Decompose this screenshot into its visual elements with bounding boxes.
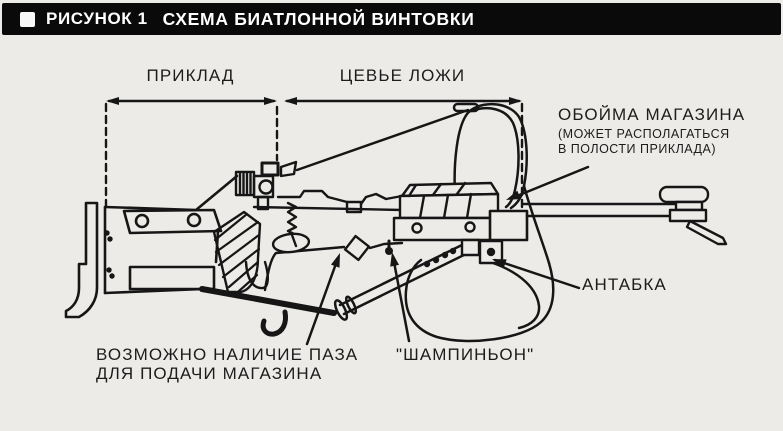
cheek-panel [122, 208, 223, 235]
grip [212, 210, 269, 294]
champignon-knob [385, 247, 393, 255]
arrow-paz [305, 256, 340, 346]
callout-paz-line2: ДЛЯ ПОДАЧИ МАГАЗИНА [96, 363, 323, 383]
stock-underside [263, 241, 404, 292]
dimension-lines [106, 97, 522, 105]
callout-oboyma-magazina: ОБОЙМА МАГАЗИНА (МОЖЕТ РАСПОЛАГАТЬСЯ В П… [558, 105, 746, 157]
band-holes [423, 247, 457, 268]
arrow-antabka [493, 258, 581, 290]
magazine-cassette [392, 181, 504, 242]
callout-oboyma-note-line1: (МОЖЕТ РАСПОЛАГАТЬСЯ [558, 126, 730, 141]
callout-champignon: "ШАМПИНЬОН" [396, 345, 535, 364]
arrow-champignon [392, 260, 411, 343]
stock-screws [104, 230, 115, 279]
fittings [343, 234, 504, 265]
bolt-spring [286, 201, 298, 237]
forend-block [488, 209, 529, 242]
callout-paz-line1: ВОЗМОЖНО НАЛИЧИЕ ПАЗА [96, 345, 359, 364]
callout-antabka: АНТАБКА [582, 275, 667, 294]
butt-rail-slot [128, 265, 216, 291]
figure-header: РИСУНОК 1 СХЕМА БИАТЛОННОЙ ВИНТОВКИ [2, 3, 781, 35]
callout-arrows [305, 165, 590, 346]
callout-oboyma-note-line2: В ПОЛОСТИ ПРИКЛАДА) [558, 141, 717, 156]
dimension-label-tsevye-lozhi: ЦЕВЬЕ ЛОЖИ [339, 66, 466, 85]
sling-strap-line [295, 108, 470, 172]
snow-cover-cap [658, 185, 710, 204]
rear-sight [234, 160, 298, 211]
bolt-assembly [271, 201, 311, 254]
figure-title: СХЕМА БИАТЛОННОЙ ВИНТОВКИ [162, 8, 475, 29]
sling-horn [453, 102, 528, 210]
square-bullet-icon [20, 11, 35, 27]
dimension-label-priklad: ПРИКЛАД [146, 66, 235, 85]
callout-oboyma-title: ОБОЙМА МАГАЗИНА [558, 105, 746, 124]
magazine-feed-slot [343, 234, 371, 262]
barrel-group [488, 202, 676, 242]
front-sight [658, 185, 728, 246]
arrow-oboyma [510, 165, 590, 200]
callout-magazine-feed-slot: ВОЗМОЖНО НАЛИЧИЕ ПАЗА ДЛЯ ПОДАЧИ МАГАЗИН… [96, 345, 359, 383]
forend-rail [392, 216, 504, 242]
sling-hook [199, 286, 337, 337]
sling-band [333, 241, 472, 321]
buttstock [64, 174, 239, 319]
butt-plate [64, 201, 99, 319]
receiver [252, 189, 404, 214]
cover-flap [685, 219, 728, 246]
figure-number: РИСУНОК 1 [46, 9, 148, 28]
bolt-knob [271, 232, 311, 254]
